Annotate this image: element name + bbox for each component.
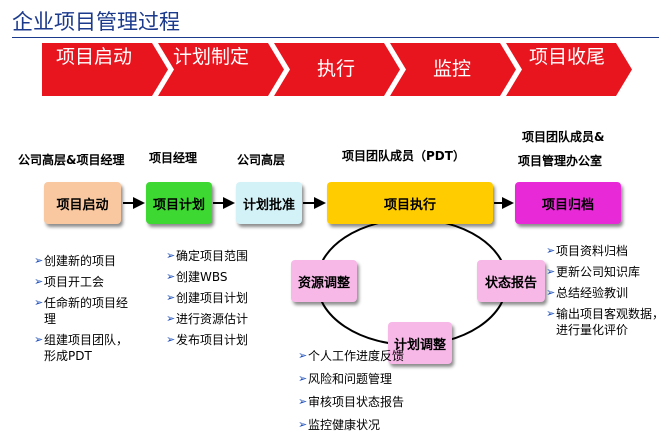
marker-arrow-icon: ➢ bbox=[298, 372, 308, 385]
list-planning: ➢确定项目范围 ➢创建WBS ➢创建项目计划 ➢进行资源估计 ➢发布项目计划 bbox=[166, 248, 276, 353]
box-approval: 计划批准 bbox=[236, 182, 302, 224]
phase-chevron-initiation bbox=[42, 43, 168, 96]
cycle-box-plan: 计划调整 bbox=[388, 322, 452, 364]
phase-label-execution: 执行 bbox=[316, 58, 355, 80]
list-item: ➢个人工作进度反馈 bbox=[298, 349, 405, 363]
phase-chevron-monitoring bbox=[390, 43, 516, 96]
list-item: ➢创建新的项目 bbox=[34, 254, 117, 268]
list-item: ➢项目开工会 bbox=[34, 275, 105, 289]
marker-arrow-icon: ➢ bbox=[546, 265, 556, 278]
list-item: ➢风险和问题管理 bbox=[298, 372, 393, 386]
list-monitoring: ➢个人工作进度反馈 ➢风险和问题管理 ➢审核项目状态报告 ➢监控健康状况 bbox=[298, 348, 448, 440]
marker-arrow-icon: ➢ bbox=[166, 270, 176, 283]
list-item: ➢进行资源估计 bbox=[166, 312, 249, 326]
list-item: ➢发布项目计划 bbox=[166, 333, 249, 347]
cycle-box-resource: 资源调整 bbox=[291, 260, 357, 302]
box-execution: 项目执行 bbox=[327, 182, 493, 224]
role-planning: 项目经理 bbox=[149, 151, 198, 165]
marker-arrow-icon: ➢ bbox=[166, 333, 176, 346]
list-item: ➢创建WBS bbox=[166, 270, 228, 284]
phase-label-closing: 项目收尾 bbox=[528, 46, 605, 68]
marker-arrow-icon: ➢ bbox=[34, 296, 44, 309]
page-title: 企业项目管理过程 bbox=[12, 10, 180, 34]
marker-arrow-icon: ➢ bbox=[166, 291, 176, 304]
phase-chevron-closing bbox=[506, 43, 632, 96]
marker-arrow-icon: ➢ bbox=[298, 395, 308, 408]
box-planning: 项目计划 bbox=[146, 182, 212, 224]
list-initiation: ➢创建新的项目 ➢项目开工会 ➢任命新的项目经理 ➢组建项目团队，形成PDT bbox=[34, 253, 138, 369]
list-item: ➢更新公司知识库 bbox=[546, 265, 641, 279]
role-closing-line2: 项目管理办公室 bbox=[518, 154, 603, 168]
marker-arrow-icon: ➢ bbox=[546, 286, 556, 299]
list-item: ➢项目资料归档 bbox=[546, 244, 629, 258]
phase-label-planning: 计划制定 bbox=[172, 46, 249, 68]
phase-label-monitoring: 监控 bbox=[432, 58, 471, 80]
list-item: ➢创建项目计划 bbox=[166, 291, 249, 305]
list-closing: ➢项目资料归档 ➢更新公司知识库 ➢总结经验教训 ➢输出项目客观数据，进行量化评… bbox=[546, 243, 664, 343]
list-item: ➢总结经验教训 bbox=[546, 286, 629, 300]
phase-banner bbox=[42, 43, 632, 96]
marker-arrow-icon: ➢ bbox=[546, 244, 556, 257]
list-item: ➢审核项目状态报告 bbox=[298, 395, 405, 409]
marker-arrow-icon: ➢ bbox=[298, 349, 308, 362]
list-item: ➢确定项目范围 bbox=[166, 249, 249, 263]
role-closing-line1: 项目团队成员& bbox=[522, 130, 605, 144]
list-item: ➢任命新的项目经理 bbox=[34, 296, 129, 326]
marker-arrow-icon: ➢ bbox=[298, 418, 308, 431]
box-initiation: 项目启动 bbox=[44, 182, 121, 224]
marker-arrow-icon: ➢ bbox=[34, 275, 44, 288]
role-execution: 项目团队成员（PDT） bbox=[342, 149, 465, 163]
marker-arrow-icon: ➢ bbox=[166, 249, 176, 262]
phase-chevron-execution bbox=[274, 43, 400, 96]
box-closing: 项目归档 bbox=[515, 182, 621, 224]
phase-label-initiation: 项目启动 bbox=[55, 46, 132, 68]
role-initiation: 公司高层&项目经理 bbox=[18, 153, 125, 167]
marker-arrow-icon: ➢ bbox=[34, 333, 44, 346]
marker-arrow-icon: ➢ bbox=[34, 254, 44, 267]
phase-chevron-planning bbox=[158, 43, 284, 96]
list-item: ➢监控健康状况 bbox=[298, 418, 381, 432]
role-approval: 公司高层 bbox=[237, 153, 286, 167]
cycle-box-status: 状态报告 bbox=[477, 260, 545, 302]
marker-arrow-icon: ➢ bbox=[166, 312, 176, 325]
title-divider bbox=[12, 37, 659, 38]
list-item: ➢组建项目团队，形成PDT bbox=[34, 333, 129, 363]
marker-arrow-icon: ➢ bbox=[546, 307, 556, 320]
list-item: ➢输出项目客观数据，进行量化评价 bbox=[546, 307, 665, 337]
